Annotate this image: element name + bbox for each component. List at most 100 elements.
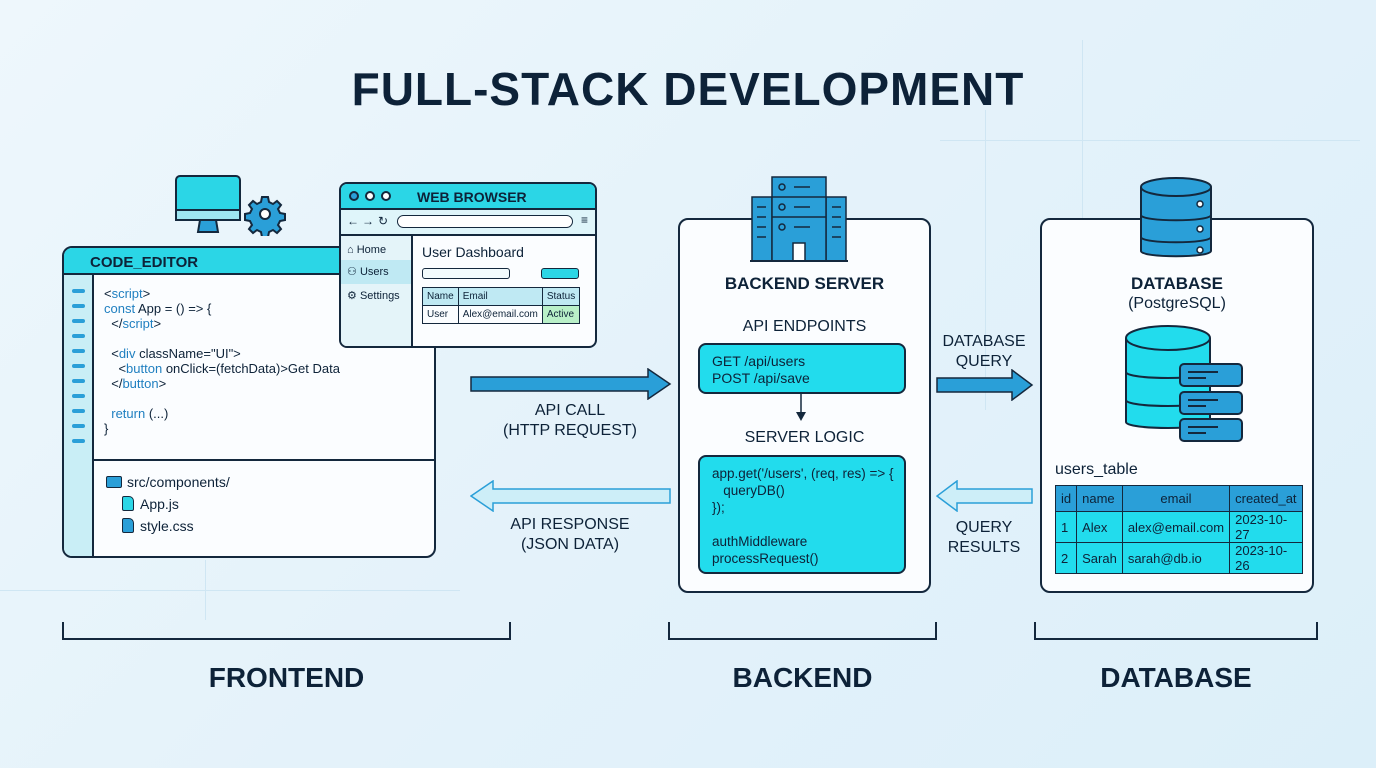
nav-label: Settings bbox=[359, 290, 400, 302]
search-input[interactable] bbox=[422, 268, 510, 279]
code-line: </script> bbox=[104, 316, 162, 331]
file-tree: src/components/ App.js style.css bbox=[106, 471, 230, 537]
cell: 2 bbox=[1054, 542, 1078, 574]
line-marker bbox=[72, 439, 85, 443]
forward-icon[interactable]: → bbox=[362, 214, 374, 228]
cell: 2023-10-27 bbox=[1229, 511, 1303, 543]
divider bbox=[94, 459, 434, 461]
label-line: QUERY bbox=[955, 519, 1013, 536]
code-line: <script> bbox=[104, 286, 151, 301]
label-line: API CALL bbox=[534, 402, 606, 419]
backend-bracket bbox=[668, 622, 937, 640]
section-frontend: FRONTEND bbox=[208, 662, 365, 693]
label-line: RESULTS bbox=[947, 539, 1021, 556]
window-dot-icon[interactable] bbox=[349, 191, 359, 201]
cell: 1 bbox=[1054, 511, 1078, 543]
code-line: return (...) bbox=[111, 406, 169, 421]
code-editor-window: CODE_EDITOR <script>const App = () => { … bbox=[62, 246, 436, 558]
nav-settings[interactable]: ⚙ Settings bbox=[341, 284, 411, 302]
back-icon[interactable]: ← bbox=[347, 214, 359, 228]
window-dot-icon[interactable] bbox=[365, 191, 375, 201]
code-line: } bbox=[104, 421, 109, 436]
server-building-icon bbox=[750, 176, 848, 262]
settings-icon: ⚙ bbox=[347, 290, 357, 302]
address-bar[interactable] bbox=[397, 215, 573, 228]
column-header: Email bbox=[457, 287, 543, 306]
window-dot-icon[interactable] bbox=[381, 191, 391, 201]
code-line bbox=[104, 391, 340, 406]
nav-home[interactable]: ⌂ Home bbox=[341, 236, 411, 260]
menu-icon[interactable]: ≡ bbox=[581, 213, 589, 227]
browser-title: WEB BROWSER bbox=[417, 189, 527, 205]
monitor-gear-icon bbox=[175, 175, 286, 236]
database-stack-icon bbox=[1125, 325, 1243, 442]
cell: User bbox=[422, 305, 459, 324]
database-query-arrow bbox=[936, 369, 1034, 401]
endpoints-label: API ENDPOINTS bbox=[742, 318, 867, 335]
file-icon bbox=[122, 518, 134, 533]
code-line: </button> bbox=[104, 376, 167, 391]
column-header: name bbox=[1076, 485, 1123, 512]
table-name: users_table bbox=[1055, 461, 1138, 478]
browser-nav-bar: ← → ↻ ≡ bbox=[341, 210, 595, 236]
line-marker bbox=[72, 334, 85, 338]
file-label: style.css bbox=[140, 518, 194, 534]
column-header: email bbox=[1121, 485, 1231, 512]
api-call-label: API CALL (HTTP REQUEST) bbox=[470, 401, 670, 441]
grid-line bbox=[1082, 40, 1083, 390]
file-icon bbox=[122, 496, 134, 511]
label-line: (HTTP REQUEST) bbox=[503, 422, 637, 439]
file-item[interactable]: App.js bbox=[106, 493, 230, 515]
file-item[interactable]: style.css bbox=[106, 515, 230, 537]
cell: alex@email.com bbox=[1121, 511, 1231, 543]
line-gutter bbox=[64, 275, 94, 556]
code-line: const App = () => { bbox=[104, 301, 212, 316]
code-area[interactable]: <script>const App = () => { </script> <d… bbox=[104, 286, 340, 436]
line-marker bbox=[72, 319, 85, 323]
database-bracket bbox=[1034, 622, 1318, 640]
grid-line bbox=[205, 560, 206, 620]
cell: sarah@db.io bbox=[1121, 542, 1231, 574]
line-marker bbox=[72, 304, 85, 308]
home-icon: ⌂ bbox=[347, 244, 354, 256]
column-header: created_at bbox=[1229, 485, 1303, 512]
column-header: Name bbox=[422, 287, 459, 306]
backend-title: BACKEND SERVER bbox=[724, 274, 885, 293]
folder-item[interactable]: src/components/ bbox=[106, 471, 230, 493]
query-results-label: QUERY RESULTS bbox=[934, 518, 1034, 558]
action-button[interactable] bbox=[541, 268, 579, 279]
line-marker bbox=[72, 289, 85, 293]
backend-server-panel: BACKEND SERVER API ENDPOINTS GET /api/us… bbox=[678, 218, 931, 593]
line-marker bbox=[72, 394, 85, 398]
browser-sidebar: ⌂ Home ⚇ Users ⚙ Settings bbox=[341, 236, 413, 346]
api-response-arrow bbox=[470, 480, 671, 512]
server-logic-label: SERVER LOGIC bbox=[744, 429, 865, 446]
status-badge: Active bbox=[541, 305, 581, 324]
nav-users[interactable]: ⚇ Users bbox=[341, 260, 411, 284]
code-line: <button onClick=(fetchData)>Get Data bbox=[104, 361, 340, 376]
reload-icon[interactable]: ↻ bbox=[378, 214, 389, 228]
section-database: DATABASE bbox=[1100, 662, 1252, 693]
nav-label: Home bbox=[356, 244, 387, 256]
api-response-label: API RESPONSE(JSON DATA) bbox=[470, 515, 670, 555]
line-marker bbox=[72, 379, 85, 383]
line-marker bbox=[72, 349, 85, 353]
line-marker bbox=[72, 424, 85, 428]
folder-icon bbox=[106, 476, 122, 488]
endpoints-box: GET /api/users POST /api/save bbox=[698, 343, 906, 394]
grid-line bbox=[0, 590, 460, 591]
cell: Alex bbox=[1076, 511, 1123, 543]
cell: Sarah bbox=[1076, 542, 1123, 574]
line-marker bbox=[72, 409, 85, 413]
section-backend: BACKEND bbox=[732, 662, 873, 693]
label-line: DATABASE bbox=[942, 333, 1026, 350]
database-cylinder-icon bbox=[1140, 177, 1212, 258]
grid-line bbox=[940, 140, 1360, 141]
